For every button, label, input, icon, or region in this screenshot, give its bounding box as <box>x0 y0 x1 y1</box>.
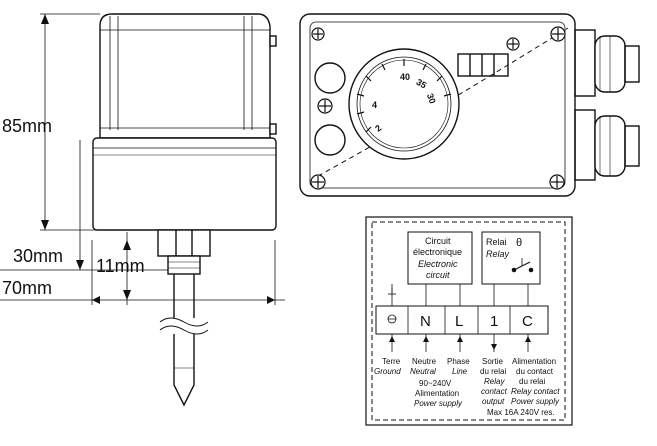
label-max: Max 16A 240V res. <box>487 408 555 417</box>
dimension-arrows <box>41 14 275 304</box>
label-alimentation: Alimentation <box>512 357 556 366</box>
relay-box-en: Relay <box>486 249 510 259</box>
terminal-c: C <box>522 313 533 330</box>
dial-ticks <box>356 59 452 133</box>
top-view <box>299 13 640 197</box>
label-alim: Alimentation <box>415 389 459 398</box>
screw-corner-tr <box>550 26 566 42</box>
circuit-box-line4: circuit <box>426 270 450 280</box>
label-neutre: Neutre <box>412 357 437 366</box>
relay-box-theta: θ <box>516 237 522 249</box>
label-output: output <box>482 397 505 406</box>
label-relay-contact: Relay contact <box>511 387 560 396</box>
dim-30mm: 30mm <box>13 246 63 266</box>
terminal-l: L <box>455 313 463 330</box>
label-terre: Terre <box>382 357 401 366</box>
label-du-relai2: du relai <box>519 377 545 386</box>
dial-label-2: 2 <box>373 123 383 134</box>
screw-mid-left <box>317 98 333 114</box>
screw-top-left <box>311 27 325 41</box>
dial-label-35: 35 <box>415 77 429 91</box>
circuit-box-line2: électronique <box>413 247 462 257</box>
screw-bottom-left <box>310 174 326 190</box>
screw-top-right <box>506 37 520 51</box>
label-ground: Ground <box>374 367 401 376</box>
label-phase: Phase <box>447 357 470 366</box>
dial-label-40: 40 <box>400 72 410 82</box>
dial-label-30: 30 <box>425 92 438 105</box>
terminal-1: 1 <box>490 313 498 330</box>
dim-70mm: 70mm <box>2 278 52 298</box>
terminal-n: N <box>420 313 431 330</box>
label-sortie: Sortie <box>482 357 503 366</box>
dim-85mm: 85mm <box>2 116 52 136</box>
screw-bottom-right <box>549 174 565 190</box>
label-neutral: Neutral <box>410 367 436 376</box>
label-relay: Relay <box>484 377 505 386</box>
side-view <box>0 13 285 407</box>
dial-label-4: 4 <box>372 100 377 110</box>
dim-11mm: 11mm <box>96 256 145 276</box>
label-du-contact: du contact <box>516 367 554 376</box>
label-contact: contact <box>481 387 508 396</box>
label-power-supply: Power supply <box>511 397 560 406</box>
circuit-box-line3: Electronic <box>418 259 458 269</box>
screws <box>310 26 566 190</box>
label-voltage: 90~240V <box>419 379 452 388</box>
label-psupply: Power supply <box>414 399 463 408</box>
label-line: Line <box>452 367 468 376</box>
relay-box-fr: Relai <box>486 237 507 247</box>
circuit-box-line1: Circuit <box>425 236 451 246</box>
label-du-relai: du relai <box>480 367 506 376</box>
wiring-arrowheads <box>389 336 531 350</box>
